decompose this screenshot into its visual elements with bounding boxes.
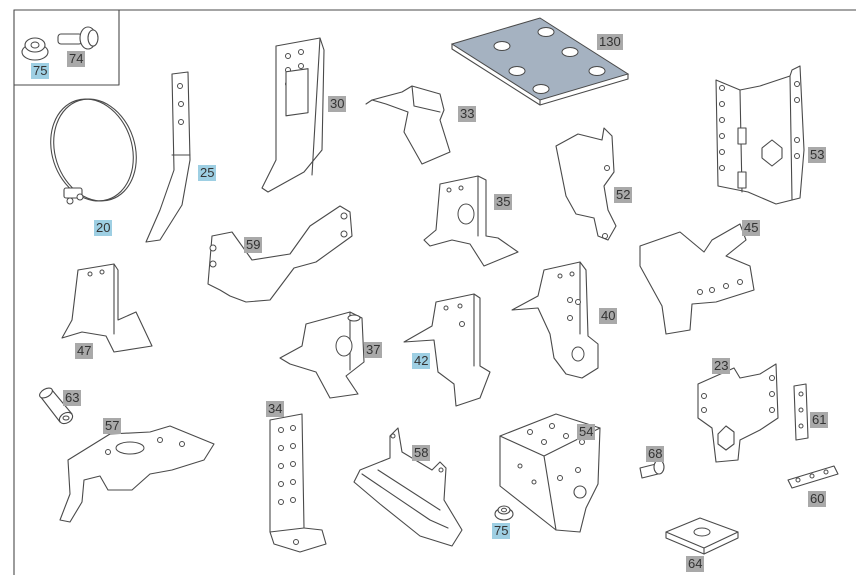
part-45-bracket-icon[interactable] — [639, 223, 755, 335]
part-61-strip-icon[interactable] — [793, 383, 809, 441]
part-label-40[interactable]: 40 — [599, 308, 618, 324]
part-label-47[interactable]: 47 — [75, 343, 94, 359]
part-label-60[interactable]: 60 — [808, 491, 827, 507]
part-label-52[interactable]: 52 — [614, 187, 633, 203]
part-label-75[interactable]: 75 — [31, 63, 50, 79]
part-75-nut-bottom-icon[interactable] — [494, 505, 514, 521]
part-label-23[interactable]: 23 — [712, 358, 731, 374]
inset-box — [13, 9, 120, 86]
part-64-washer-icon[interactable] — [665, 517, 739, 555]
part-60-strip-icon[interactable] — [787, 465, 839, 489]
part-label-30[interactable]: 30 — [328, 96, 347, 112]
part-label-63[interactable]: 63 — [63, 390, 82, 406]
part-label-57[interactable]: 57 — [103, 418, 122, 434]
part-54-bracket-icon[interactable] — [499, 413, 601, 533]
part-20-clamp-icon[interactable] — [38, 88, 149, 212]
part-40-bracket-icon[interactable] — [511, 261, 599, 379]
part-label-64[interactable]: 64 — [686, 556, 705, 572]
part-label-130[interactable]: 130 — [597, 34, 623, 50]
part-label-58[interactable]: 58 — [412, 445, 431, 461]
part-30-bracket-icon[interactable] — [261, 37, 325, 193]
part-label-53[interactable]: 53 — [808, 147, 827, 163]
part-37-bracket-icon[interactable] — [279, 311, 365, 399]
part-53-bracket-icon[interactable] — [715, 65, 805, 205]
part-23-bracket-icon[interactable] — [697, 363, 779, 463]
part-75-nut-icon[interactable] — [21, 37, 49, 61]
part-label-45[interactable]: 45 — [742, 220, 761, 236]
part-58-bracket-icon[interactable] — [353, 427, 463, 547]
part-59-strap-icon[interactable] — [207, 205, 353, 303]
part-25-strap-icon[interactable] — [145, 71, 191, 243]
part-33-bracket-icon[interactable] — [365, 85, 451, 165]
part-label-37[interactable]: 37 — [364, 342, 383, 358]
part-52-bracket-icon[interactable] — [555, 127, 617, 241]
part-34-bracket-icon[interactable] — [269, 413, 327, 553]
part-label-33[interactable]: 33 — [458, 106, 477, 122]
part-label-34[interactable]: 34 — [266, 401, 285, 417]
part-label-20[interactable]: 20 — [94, 220, 113, 236]
part-label-25[interactable]: 25 — [198, 165, 217, 181]
part-57-bracket-icon[interactable] — [59, 425, 215, 523]
part-47-bracket-icon[interactable] — [61, 263, 153, 353]
part-label-54[interactable]: 54 — [577, 424, 596, 440]
part-42-bracket-icon[interactable] — [403, 293, 491, 407]
part-label-74[interactable]: 74 — [67, 51, 86, 67]
part-35-bracket-icon[interactable] — [423, 175, 519, 267]
part-label-61[interactable]: 61 — [810, 412, 829, 428]
part-label-59[interactable]: 59 — [244, 237, 263, 253]
part-74-bolt-icon[interactable] — [57, 26, 99, 50]
part-130-plate-icon[interactable] — [450, 17, 630, 106]
part-63-spacer-icon[interactable] — [38, 386, 75, 426]
part-label-35[interactable]: 35 — [494, 194, 513, 210]
part-label-42[interactable]: 42 — [412, 353, 431, 369]
part-68-bolt-icon[interactable] — [639, 459, 665, 479]
part-label-68[interactable]: 68 — [646, 446, 665, 462]
part-label-75-bottom[interactable]: 75 — [492, 523, 511, 539]
